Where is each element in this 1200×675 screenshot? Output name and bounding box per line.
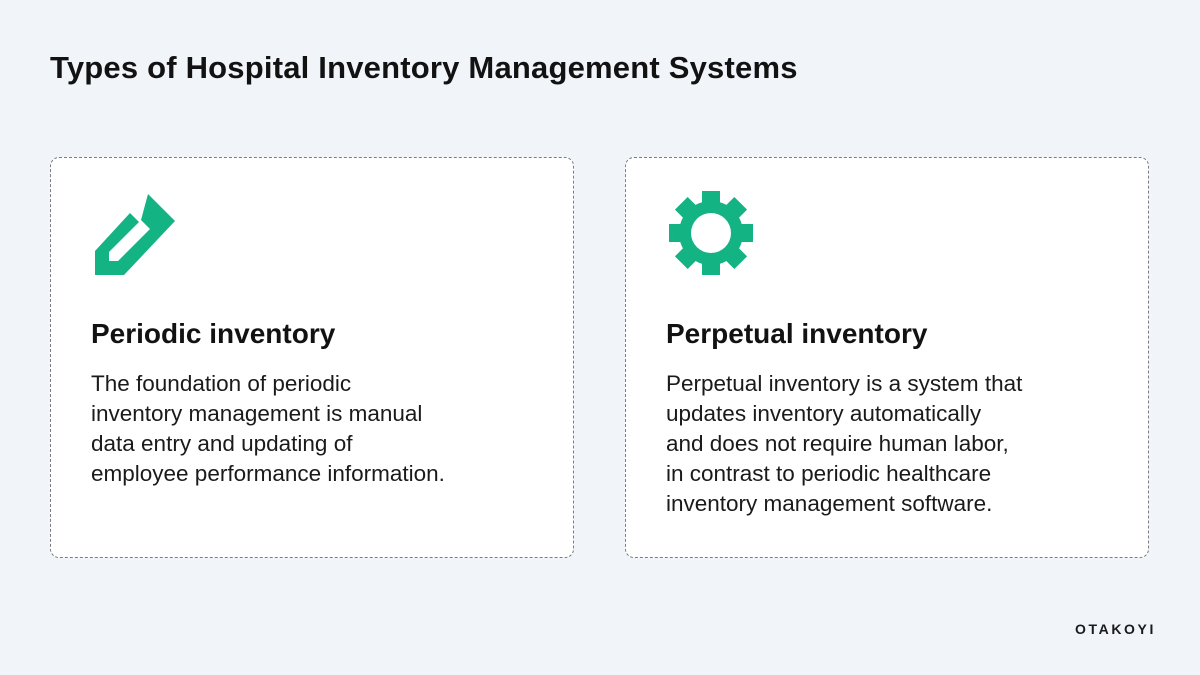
pencil-icon: [93, 191, 177, 275]
brand-logo: OTAKOYI: [1075, 621, 1156, 637]
card-periodic-inventory: Periodic inventory The foundation of per…: [50, 157, 574, 558]
card-perpetual-inventory: Perpetual inventory Perpetual inventory …: [625, 157, 1149, 558]
card-body: Perpetual inventory is a system that upd…: [666, 371, 1023, 516]
gear-icon: [668, 190, 754, 276]
page-title: Types of Hospital Inventory Management S…: [50, 50, 798, 85]
card-body: The foundation of periodic inventory man…: [91, 371, 445, 486]
card-heading: Periodic inventory: [91, 318, 336, 349]
card-heading: Perpetual inventory: [666, 318, 928, 349]
